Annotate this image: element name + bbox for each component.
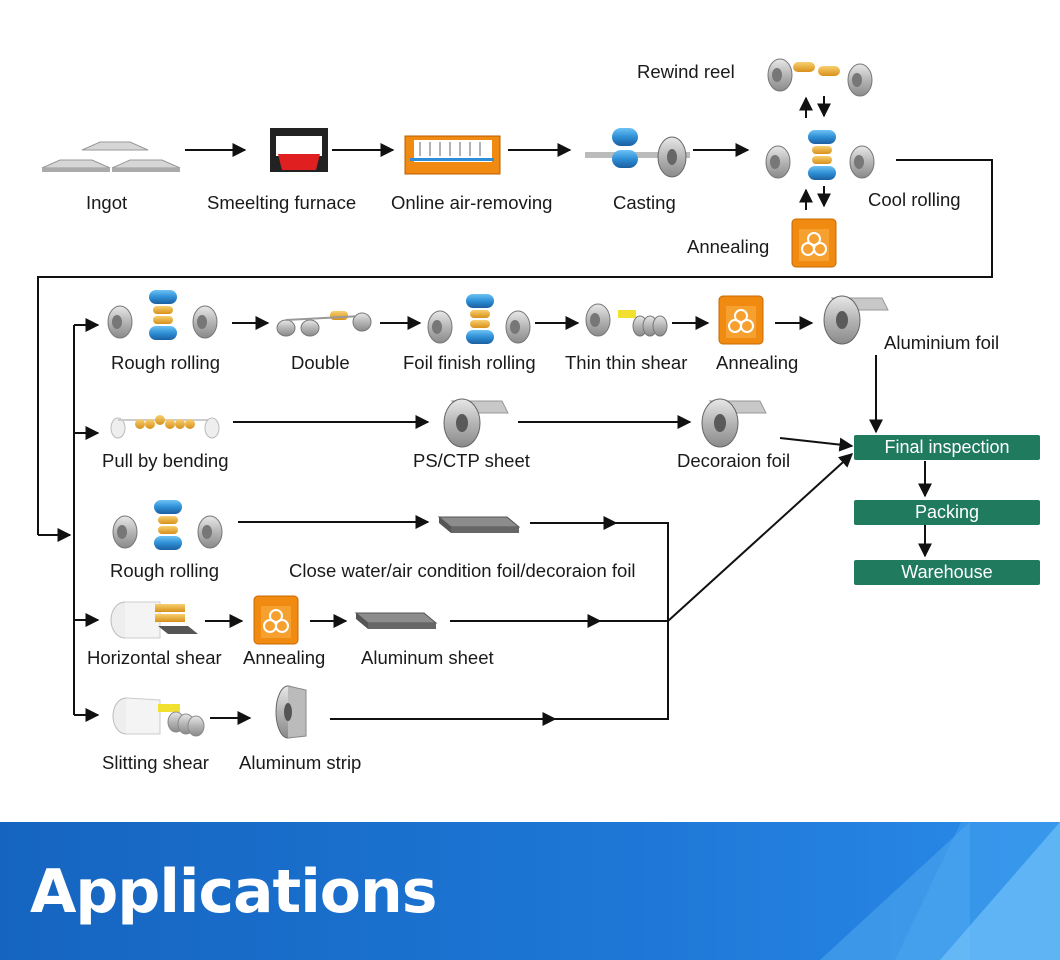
step-label-online-air-removing: Online air-removing xyxy=(391,192,553,213)
slitting-shear-icon xyxy=(112,697,205,737)
step-label-decoration-foil: Decoraion foil xyxy=(677,450,791,471)
step-label-ps-ctp-sheet: PS/CTP sheet xyxy=(413,450,530,471)
foil-finish-rolling-icon xyxy=(427,294,531,344)
process-flow-diagram xyxy=(37,58,993,739)
online-air-removing-icon xyxy=(404,135,501,175)
thin-thin-shear-icon xyxy=(585,303,668,337)
step-label-cool-rolling: Cool rolling xyxy=(868,189,961,210)
step-label-smelting-furnace: Smeelting furnace xyxy=(207,192,357,213)
step-label-double: Double xyxy=(291,352,350,373)
step-label-slitting-shear: Slitting shear xyxy=(102,752,209,773)
step-label-aluminum-strip: Aluminum strip xyxy=(239,752,362,773)
step-label-annealing: Annealing xyxy=(716,352,799,373)
stage-final-inspection: Final inspection xyxy=(854,435,1040,460)
step-label-aluminium-foil: Aluminium foil xyxy=(884,332,1000,353)
aluminum-sheet-icon xyxy=(355,612,437,630)
double-icon xyxy=(276,311,372,337)
pull-by-bending-icon xyxy=(110,415,220,439)
smelting-furnace-icon xyxy=(270,128,328,172)
ingot-icon xyxy=(41,141,181,172)
rough-rolling-icon xyxy=(107,290,218,340)
banner-decoration xyxy=(940,822,1060,960)
furnace-icon xyxy=(718,295,764,345)
casting-icon xyxy=(585,128,690,178)
step-label-horizontal-shear: Horizontal shear xyxy=(87,647,222,668)
step-label-thin-thin-shear: Thin thin shear xyxy=(565,352,688,373)
step-label-rough-rolling: Rough rolling xyxy=(110,560,220,581)
furnace-icon xyxy=(253,595,299,645)
step-label-close-water-air: Close water/air condition foil/decoraion… xyxy=(289,560,636,581)
step-label-rough-rolling: Rough rolling xyxy=(111,352,221,373)
applications-banner xyxy=(0,822,1060,960)
cool-rolling-icon xyxy=(765,130,875,180)
step-label-ingot: Ingot xyxy=(86,192,128,213)
step-label-foil-finish-rolling: Foil finish rolling xyxy=(403,352,536,373)
horizontal-shear-icon xyxy=(110,601,198,639)
sheet-stack-icon xyxy=(438,516,520,534)
furnace-icon xyxy=(791,218,837,268)
stage-packing: Packing xyxy=(854,500,1040,525)
step-label-aluminum-sheet: Aluminum sheet xyxy=(361,647,494,668)
banner-title: Applications xyxy=(30,857,437,927)
step-label-rewind-reel: Rewind reel xyxy=(637,61,735,82)
ps-ctp-sheet-coil-icon xyxy=(443,398,509,448)
decoration-foil-coil-icon xyxy=(701,398,767,448)
rough-rolling-icon xyxy=(112,500,223,550)
stage-warehouse: Warehouse xyxy=(854,560,1040,585)
step-label-pull-by-bending: Pull by bending xyxy=(102,450,229,471)
step-label-casting: Casting xyxy=(613,192,676,213)
step-label-annealing: Annealing xyxy=(687,236,770,257)
rewind-reel-icon xyxy=(767,58,873,97)
aluminum-strip-icon xyxy=(275,685,307,739)
step-label-annealing: Annealing xyxy=(243,647,326,668)
aluminium-foil-coil-icon xyxy=(823,295,889,345)
